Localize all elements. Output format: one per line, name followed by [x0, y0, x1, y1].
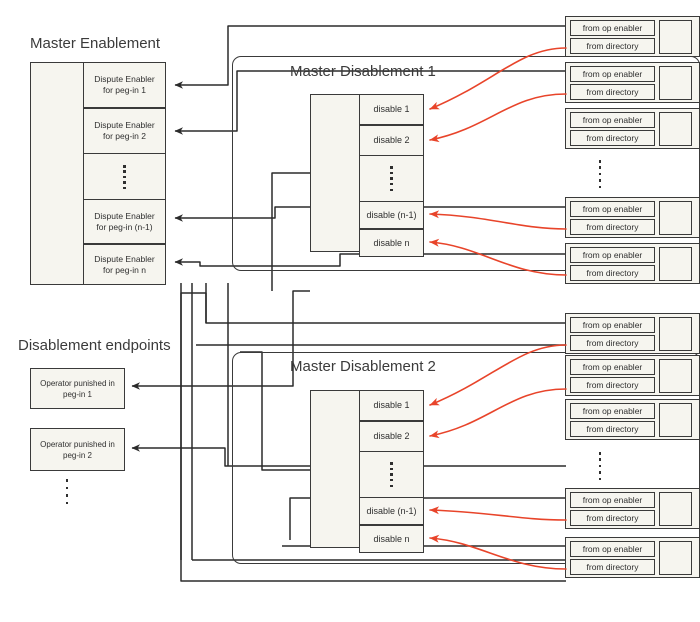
dispute-enabler-n-line1: Dispute Enabler: [94, 253, 155, 264]
source-top-2-op-enabler[interactable]: from op enabler: [570, 66, 655, 82]
md1-disable-n[interactable]: disable n: [359, 229, 424, 257]
source-top-4-op-enabler[interactable]: from op enabler: [570, 201, 655, 217]
vertical-ellipsis-endpoints: [60, 479, 74, 504]
vertical-ellipsis-md2: [360, 462, 423, 487]
dispute-enabler-2-line2: for peg-in 2: [103, 131, 146, 141]
dispute-enabler-peg-in-n-1[interactable]: Dispute Enabler for peg-in (n-1): [83, 199, 166, 244]
source-top-4-directory-label: from directory: [586, 221, 639, 232]
source-bottom-5-side-slot: [659, 541, 692, 575]
source-bottom-4-directory[interactable]: from directory: [570, 510, 655, 526]
source-bottom-3-op-enabler[interactable]: from op enabler: [570, 403, 655, 419]
source-top-2-directory[interactable]: from directory: [570, 84, 655, 100]
source-bottom-2-op-enabler-label: from op enabler: [582, 361, 643, 372]
source-bottom-4-op-enabler[interactable]: from op enabler: [570, 492, 655, 508]
source-bottom-3-directory-label: from directory: [586, 423, 639, 434]
endpoint-2-line1: Operator punished in: [40, 439, 115, 449]
source-bottom-1-op-enabler[interactable]: from op enabler: [570, 317, 655, 333]
dispute-enabler-peg-in-2[interactable]: Dispute Enabler for peg-in 2: [83, 108, 166, 154]
md1-disable-2[interactable]: disable 2: [359, 125, 424, 156]
source-bottom-2-op-enabler[interactable]: from op enabler: [570, 359, 655, 375]
source-top-4-directory[interactable]: from directory: [570, 219, 655, 235]
vertical-ellipsis-sources-top: [593, 160, 607, 188]
page-title-master-disablement-1: Master Disablement 1: [290, 63, 436, 80]
md2-disable-1[interactable]: disable 1: [359, 390, 424, 421]
source-top-3-side-slot: [659, 112, 692, 146]
md1-disable-n-label: disable n: [373, 237, 410, 248]
source-bottom-3-op-enabler-label: from op enabler: [582, 405, 643, 416]
dispute-enabler-ellipsis-slot: [83, 154, 166, 199]
source-top-1-directory[interactable]: from directory: [570, 38, 655, 54]
source-bottom-3-side-slot: [659, 403, 692, 437]
source-bottom-1-directory[interactable]: from directory: [570, 335, 655, 351]
source-bottom-2-side-slot: [659, 359, 692, 393]
vertical-ellipsis-sources-bottom: [593, 452, 607, 480]
md2-disable-n-label: disable n: [373, 533, 410, 544]
md2-ellipsis-slot: [359, 452, 424, 497]
source-bottom-3-directory[interactable]: from directory: [570, 421, 655, 437]
source-top-5-side-slot: [659, 247, 692, 281]
page-title-master-enablement: Master Enablement: [30, 35, 161, 52]
source-top-1-op-enabler[interactable]: from op enabler: [570, 20, 655, 36]
source-bottom-5-directory-label: from directory: [586, 561, 639, 572]
endpoint-operator-punished-peg-in-2[interactable]: Operator punished in peg-in 2: [30, 428, 125, 471]
vertical-ellipsis-enabler: [84, 165, 165, 189]
vertical-ellipsis-md1: [360, 166, 423, 191]
dispute-enabler-n-line2: for peg-in n: [103, 264, 146, 275]
source-bottom-4-directory-label: from directory: [586, 512, 639, 523]
source-top-3-op-enabler[interactable]: from op enabler: [570, 112, 655, 128]
source-bottom-5-directory[interactable]: from directory: [570, 559, 655, 575]
source-bottom-4-op-enabler-label: from op enabler: [582, 494, 643, 505]
source-top-2-directory-label: from directory: [586, 86, 639, 97]
source-bottom-1-directory-label: from directory: [586, 337, 639, 348]
md1-disable-1-label: disable 1: [373, 104, 410, 114]
source-bottom-2-directory-label: from directory: [586, 379, 639, 390]
source-top-5-directory-label: from directory: [586, 267, 639, 278]
source-top-4-side-slot: [659, 201, 692, 235]
md2-disable-n-1-label: disable (n-1): [366, 505, 417, 516]
dispute-enabler-2-line1: Dispute Enabler: [94, 120, 155, 130]
source-top-1-side-slot: [659, 20, 692, 54]
source-top-5-directory[interactable]: from directory: [570, 265, 655, 281]
md2-disable-1-label: disable 1: [373, 400, 410, 410]
endpoint-2-line2: peg-in 2: [63, 450, 92, 460]
md1-disable-1[interactable]: disable 1: [359, 94, 424, 125]
source-top-2-op-enabler-label: from op enabler: [582, 68, 643, 79]
dispute-enabler-n-1-line1: Dispute Enabler: [94, 210, 155, 221]
source-bottom-1-side-slot: [659, 317, 692, 351]
source-bottom-5-op-enabler[interactable]: from op enabler: [570, 541, 655, 557]
dispute-enabler-1-line1: Dispute Enabler: [94, 74, 155, 84]
source-top-3-directory[interactable]: from directory: [570, 130, 655, 146]
md1-disable-2-label: disable 2: [373, 135, 410, 145]
source-top-5-op-enabler[interactable]: from op enabler: [570, 247, 655, 263]
page-title-disablement-endpoints: Disablement endpoints: [18, 337, 171, 354]
source-top-1-op-enabler-label: from op enabler: [582, 22, 643, 33]
md2-disable-2-label: disable 2: [373, 431, 410, 441]
page-title-master-disablement-2: Master Disablement 2: [290, 358, 436, 375]
md2-disable-n[interactable]: disable n: [359, 525, 424, 553]
dispute-enabler-1-line2: for peg-in 1: [103, 85, 146, 95]
dispute-enabler-peg-in-n[interactable]: Dispute Enabler for peg-in n: [83, 244, 166, 285]
source-bottom-5-op-enabler-label: from op enabler: [582, 543, 643, 554]
endpoint-1-line2: peg-in 1: [63, 389, 92, 399]
source-top-4-op-enabler-label: from op enabler: [582, 203, 643, 214]
endpoint-1-line1: Operator punished in: [40, 378, 115, 388]
md2-disable-n-1[interactable]: disable (n-1): [359, 497, 424, 525]
dispute-enabler-peg-in-1[interactable]: Dispute Enabler for peg-in 1: [83, 62, 166, 108]
source-bottom-1-op-enabler-label: from op enabler: [582, 319, 643, 330]
source-top-1-directory-label: from directory: [586, 40, 639, 51]
source-bottom-4-side-slot: [659, 492, 692, 526]
md2-disable-2[interactable]: disable 2: [359, 421, 424, 452]
md1-ellipsis-slot: [359, 156, 424, 201]
endpoint-operator-punished-peg-in-1[interactable]: Operator punished in peg-in 1: [30, 368, 125, 409]
md1-disable-n-1[interactable]: disable (n-1): [359, 201, 424, 229]
source-top-5-op-enabler-label: from op enabler: [582, 249, 643, 260]
source-top-3-op-enabler-label: from op enabler: [582, 114, 643, 125]
source-bottom-2-directory[interactable]: from directory: [570, 377, 655, 393]
dispute-enabler-n-1-line2: for peg-in (n-1): [96, 221, 153, 232]
source-top-2-side-slot: [659, 66, 692, 100]
source-top-3-directory-label: from directory: [586, 132, 639, 143]
md1-disable-n-1-label: disable (n-1): [366, 209, 417, 220]
